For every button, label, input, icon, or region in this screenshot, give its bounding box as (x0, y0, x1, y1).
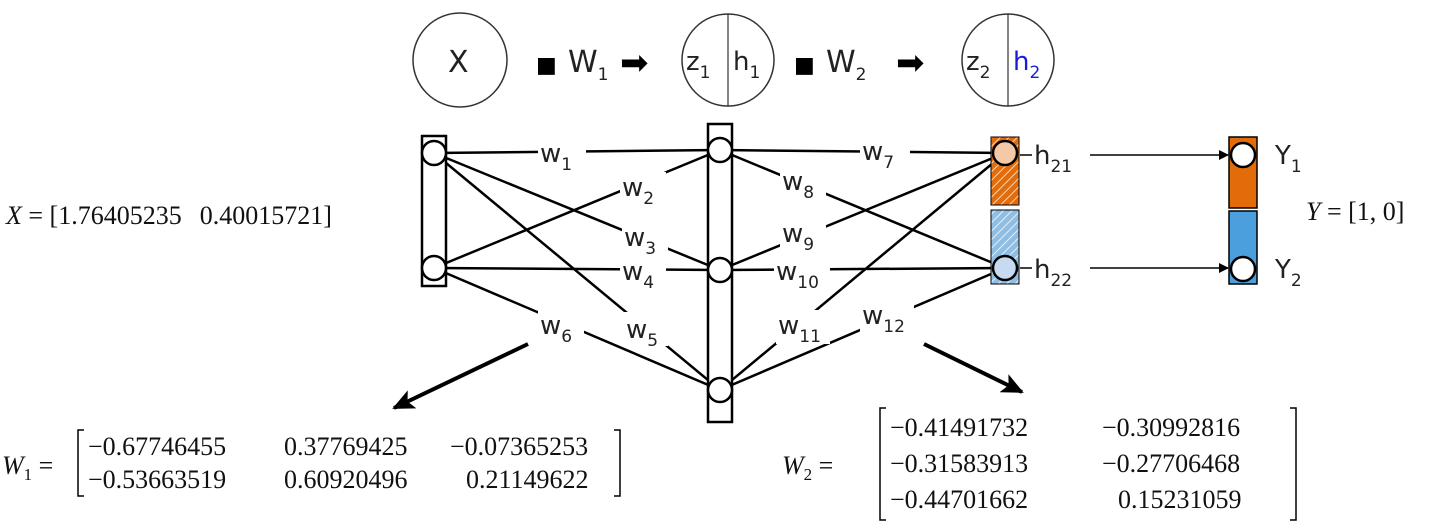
y-vector: Y = [1, 0] (1306, 197, 1404, 226)
y2-node (1229, 255, 1257, 283)
edge-w2 (433, 148, 721, 270)
x-node-circle (412, 12, 508, 108)
y2-label: Y2 (1274, 255, 1302, 291)
z2-label: z2 (966, 47, 990, 83)
h-labels: h21 h22 (1032, 140, 1090, 291)
w1-label: W1 (568, 45, 609, 85)
weight-label-w9: w9 (782, 219, 814, 255)
weight-labels: w1 w2 w3 w4 w5 w6 w7 w8 w9 w10 w11 w12 (538, 137, 914, 351)
w1-matrix: W1 = −0.67746455 0.37769425 −0.07365253 … (2, 429, 621, 497)
w2-left-bracket (879, 407, 886, 521)
edge-w9 (719, 151, 1006, 272)
hidden-layer (706, 122, 734, 424)
w2-cell: 0.15231059 (1118, 485, 1242, 514)
weight-label-w1: w1 (540, 139, 572, 175)
w2-cell: −0.30992816 (1102, 413, 1240, 442)
weight-label-w7: w7 (862, 137, 894, 173)
x-node-label: X (448, 45, 469, 80)
weight-label-w12: w12 (862, 301, 905, 337)
output-layer: Y1 Y2 (1228, 136, 1302, 291)
edge-w5 (433, 152, 721, 391)
arrow-to-w1 (392, 342, 529, 410)
weight-label-w10: w10 (776, 257, 819, 293)
w1-left-bracket (77, 429, 84, 497)
edge-w10 (719, 266, 1006, 272)
y1-node (1229, 141, 1257, 169)
z1-label: z1 (686, 47, 710, 83)
w1-cell: 0.60920496 (284, 465, 408, 494)
h21-label: h21 (1034, 141, 1072, 177)
weight-label-w8: w8 (782, 167, 814, 203)
weight-label-w11: w11 (778, 311, 821, 347)
weight-label-w6: w6 (540, 311, 572, 347)
w2-cell: −0.31583913 (890, 449, 1028, 478)
w1-cell: −0.07365253 (450, 432, 588, 461)
weight-label-w3: w3 (624, 223, 656, 259)
input-layer (420, 134, 448, 288)
h1-label: h1 (733, 47, 760, 83)
w2-cell: −0.44701662 (890, 485, 1028, 514)
w1-cell: 0.21149622 (466, 465, 589, 494)
y1-label: Y1 (1274, 141, 1302, 177)
w2-matrix-name: W2 = (782, 451, 833, 484)
edge-w3 (433, 151, 721, 272)
w2-matrix: W2 = −0.41491732 −0.30992816 −0.31583913… (782, 407, 1297, 521)
h22-node (991, 254, 1019, 282)
softmax-layer (990, 136, 1020, 285)
w1-right-bracket (614, 429, 621, 497)
hidden-node-1 (706, 136, 734, 164)
edge-w4 (433, 266, 721, 272)
w2-label: W2 (826, 45, 867, 85)
right-arrow-icon-2: ➡ (896, 43, 925, 83)
right-arrow-icon-1: ➡ (620, 43, 649, 83)
y-vector-equation: Y = [1, 0] (1306, 197, 1404, 226)
weight-label-w2: w2 (622, 173, 654, 209)
hidden-node-3 (706, 376, 734, 404)
w1-cell: −0.53663519 (88, 465, 226, 494)
hidden-node-2 (706, 256, 734, 284)
h2-label: h2 (1013, 47, 1040, 83)
w2-right-bracket (1290, 407, 1297, 521)
edge-w11 (719, 152, 1006, 391)
h21-node (991, 139, 1019, 167)
w1-cell: −0.67746455 (88, 432, 226, 461)
w1-matrix-name: W1 = (2, 451, 53, 484)
h22-label: h22 (1034, 255, 1072, 291)
w1-cell: 0.37769425 (284, 432, 408, 461)
weight-label-w5: w5 (626, 315, 658, 351)
dot-operator-1: ■ (536, 53, 557, 78)
input-node-1 (420, 139, 448, 167)
w2-cell: −0.27706468 (1102, 449, 1240, 478)
input-node-2 (420, 254, 448, 282)
top-flow: X ■ W1 ➡ z1 h1 ■ W2 ➡ z2 h2 (412, 12, 1055, 108)
arrow-to-w2 (923, 342, 1024, 394)
dot-operator-2: ■ (794, 53, 815, 78)
edge-w8 (719, 148, 1006, 270)
weight-label-w4: w4 (622, 257, 654, 293)
w2-cell: −0.41491732 (890, 413, 1028, 442)
